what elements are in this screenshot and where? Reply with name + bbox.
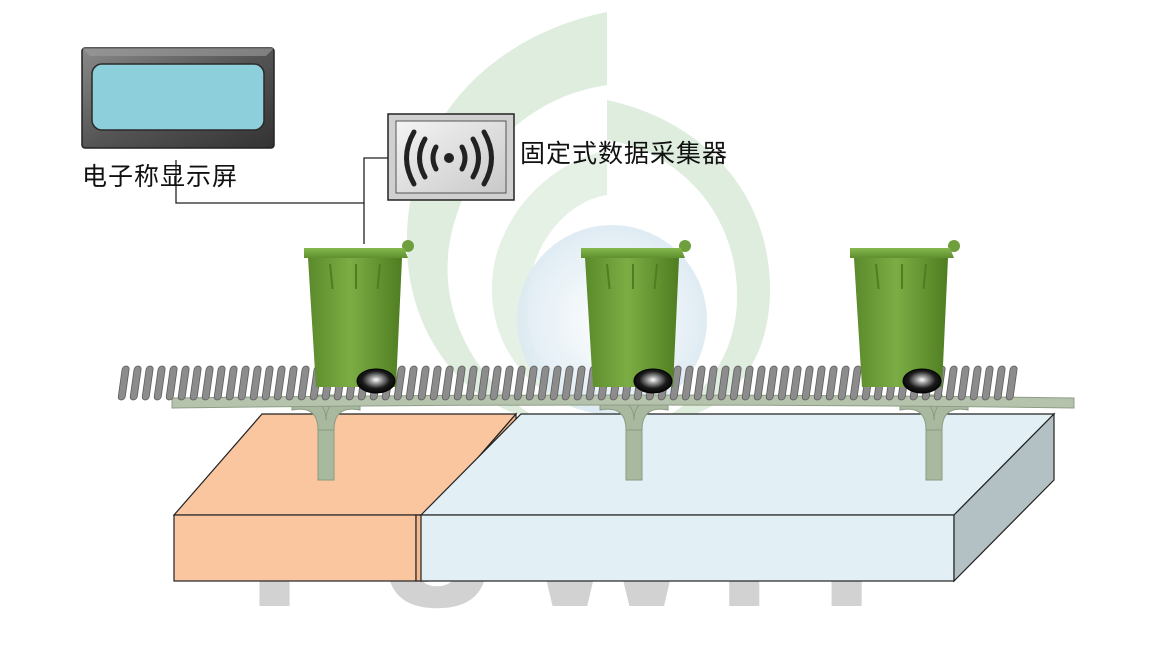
electronic-scale-display <box>81 47 275 149</box>
bin-handle <box>679 240 691 252</box>
conveyor-roller <box>465 365 478 401</box>
bin-lid <box>304 248 408 258</box>
trash-bins <box>304 240 960 394</box>
conveyor-roller <box>825 365 838 401</box>
conveyor-roller <box>957 365 970 401</box>
conveyor-roller <box>777 365 790 401</box>
conveyor-roller <box>201 365 214 401</box>
conveyor-roller <box>417 365 430 401</box>
conveyor-roller <box>573 365 586 401</box>
bin-rib <box>653 263 658 290</box>
bin-rib <box>606 263 611 290</box>
conveyor-roller <box>141 365 154 401</box>
conveyor-roller <box>189 365 202 401</box>
conveyor-roller <box>753 365 766 401</box>
conveyor-roller <box>177 365 190 401</box>
conveyor-roller <box>729 365 742 401</box>
bin-rib <box>875 263 880 290</box>
conveyor-roller <box>153 365 166 401</box>
watermark-logo <box>406 12 770 420</box>
data-collector-label: 固定式数据采集器 <box>520 139 729 168</box>
conveyor-roller <box>477 365 490 401</box>
bin-rib <box>922 263 927 290</box>
conveyor-roller <box>213 365 226 401</box>
conveyor-roller <box>273 365 286 401</box>
conveyor-roller <box>789 365 802 401</box>
rfid-tag-wheel <box>633 368 673 394</box>
display-screen-label: 电子称显示屏 <box>82 162 239 191</box>
rfid-tag-wheel <box>902 368 942 394</box>
conveyor-roller <box>849 365 862 401</box>
bin-body <box>308 258 402 387</box>
bin-handle <box>402 240 414 252</box>
conveyor-roller <box>501 365 514 401</box>
conveyor-roller <box>993 365 1006 401</box>
conveyor-roller <box>537 365 550 401</box>
trash-bin <box>304 240 414 394</box>
conveyor-roller <box>969 365 982 401</box>
trash-bin <box>850 240 960 394</box>
bin-handle <box>948 240 960 252</box>
data-collector-device <box>387 113 515 201</box>
conveyor-roller <box>681 365 694 401</box>
trash-bin <box>581 240 691 394</box>
conveyor-roller <box>1005 365 1018 401</box>
rfid-signal-icon <box>404 129 494 187</box>
bin-body <box>854 258 948 387</box>
bin-body <box>585 258 679 387</box>
conveyor-roller <box>297 365 310 401</box>
connection-wires <box>175 157 388 244</box>
conveyor-roller <box>237 365 250 401</box>
conveyor-roller <box>525 365 538 401</box>
conveyor-roller <box>405 365 418 401</box>
conveyor-roller <box>261 365 274 401</box>
conveyor-roller <box>513 365 526 401</box>
conveyor-roller <box>741 365 754 401</box>
conveyor-roller <box>549 365 562 401</box>
conveyor-roller <box>561 365 574 401</box>
conveyor-roller <box>453 365 466 401</box>
conveyor-roller <box>129 365 142 401</box>
conveyor-roller <box>981 365 994 401</box>
conveyor-roller <box>693 365 706 401</box>
conveyor-roller <box>717 365 730 401</box>
bin-lid <box>581 248 685 258</box>
conveyor-roller <box>441 365 454 401</box>
rfid-tag-wheel <box>356 368 396 394</box>
conveyor-roller <box>837 365 850 401</box>
conveyor-roller <box>285 365 298 401</box>
conveyor-roller <box>813 365 826 401</box>
conveyor-roller <box>429 365 442 401</box>
conveyor-roller <box>225 365 238 401</box>
conveyor-roller <box>801 365 814 401</box>
bin-rib <box>376 263 381 290</box>
conveyor-roller <box>165 365 178 401</box>
blue-platform <box>419 412 1056 583</box>
bin-lid <box>850 248 954 258</box>
conveyor-roller <box>705 365 718 401</box>
conveyor-roller <box>489 365 502 401</box>
conveyor-roller <box>117 365 130 401</box>
conveyor-roller <box>249 365 262 401</box>
conveyor-roller <box>945 365 958 401</box>
conveyor-roller <box>765 365 778 401</box>
bin-rib <box>329 263 334 290</box>
